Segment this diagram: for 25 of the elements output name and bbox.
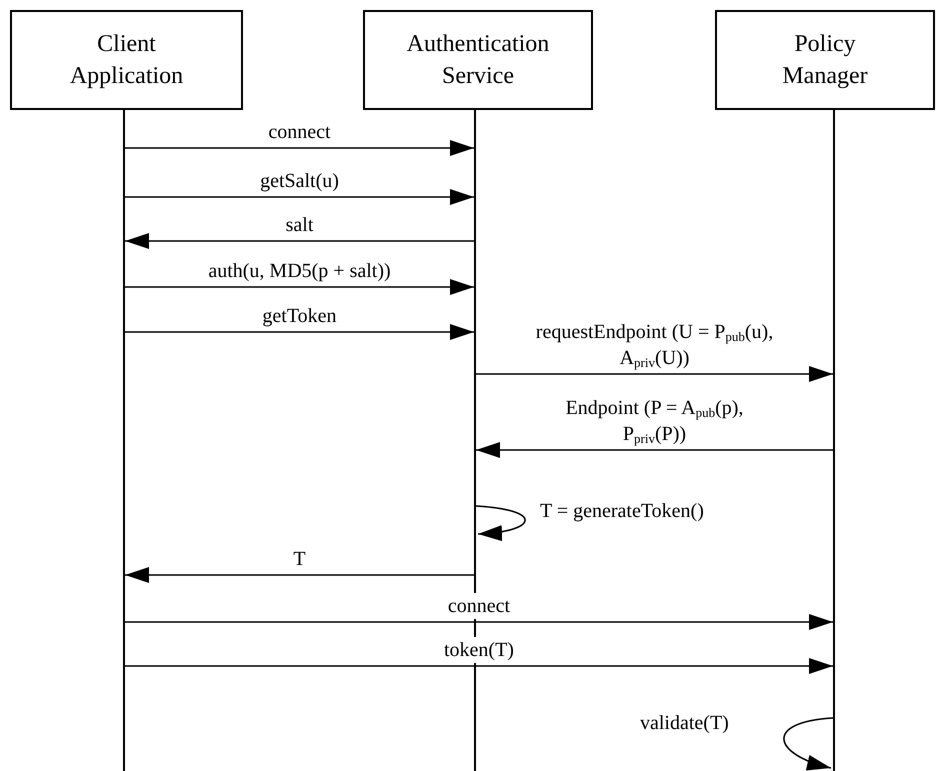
message-arrow xyxy=(125,279,474,295)
message-arrow xyxy=(125,658,833,674)
message-arrow xyxy=(125,614,833,630)
lifeline xyxy=(833,110,835,771)
lifeline xyxy=(123,110,125,771)
participant-box xyxy=(363,10,593,110)
message-arrow xyxy=(125,189,474,205)
message-arrow xyxy=(125,140,474,156)
edge-label: connect xyxy=(448,593,510,619)
participant-name: Authentication Service xyxy=(406,30,550,91)
message-arrow xyxy=(476,442,833,458)
message-arrow xyxy=(783,717,834,770)
participant-box xyxy=(715,10,935,110)
lifeline xyxy=(474,110,476,771)
message-arrow xyxy=(125,324,474,340)
message-arrow xyxy=(125,233,474,249)
message-arrow xyxy=(476,366,833,382)
participant-box xyxy=(10,10,243,110)
edge-label: validate(T) xyxy=(640,711,729,736)
edge-label: T = generateToken() xyxy=(540,499,704,524)
message-arrow xyxy=(476,505,526,540)
participant-name: Policy Manager xyxy=(781,30,869,91)
participant-name: Client Application xyxy=(68,30,184,91)
message-arrow xyxy=(125,567,474,583)
edge-label: token(T) xyxy=(444,637,514,663)
